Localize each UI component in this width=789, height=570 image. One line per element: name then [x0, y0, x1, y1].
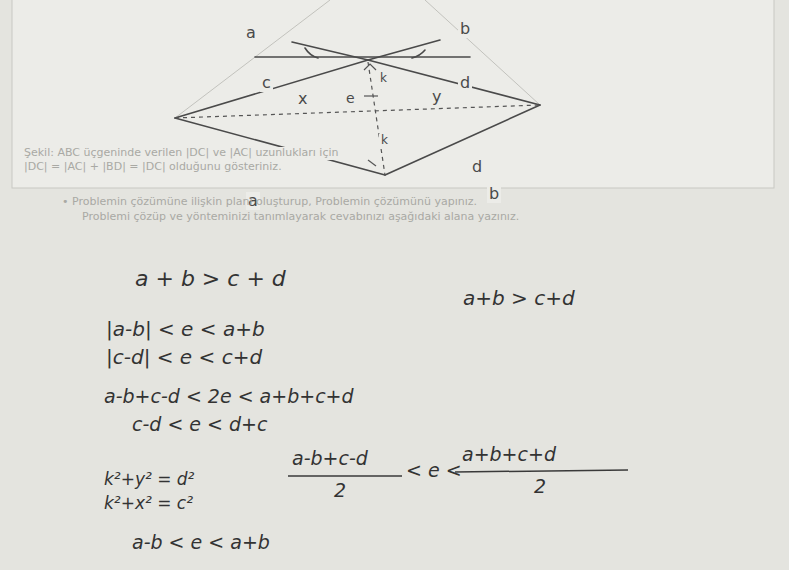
figure-label: e: [344, 90, 357, 106]
handwritten-formula: |c-d| < e < c+d: [106, 346, 262, 369]
handwritten-formula: 2: [334, 480, 346, 502]
figure-label: k: [378, 72, 389, 86]
handwritten-formula: a + b > c + d: [135, 266, 286, 291]
handwritten-formula: k²+y² = d²: [104, 470, 194, 490]
figure-label: d: [458, 74, 472, 92]
handwritten-formula: 2: [534, 476, 546, 498]
figure-label: a: [244, 24, 258, 42]
handwritten-formula: a+b+c+d: [462, 444, 556, 466]
handwritten-formula: c-d < e < d+c: [132, 414, 267, 436]
printed-note: • Problemin çözümüne ilişkin planı oluşt…: [62, 196, 477, 209]
handwritten-formula: a-b+c-d: [292, 448, 368, 470]
figure-label: k: [379, 134, 390, 148]
figure-label: b: [487, 185, 501, 203]
tick-marks: [364, 64, 378, 166]
handwritten-formula: a-b+c-d < 2e < a+b+c+d: [104, 386, 354, 408]
construction-lines: [175, 0, 540, 118]
printed-note: Şekil: ABC üçgeninde verilen |DC| ve |AC…: [22, 147, 341, 160]
handwritten-formula: a+b > c+d: [463, 287, 575, 310]
printed-note: |DC| = |AC| + |BD| = |DC| olduğunu göste…: [22, 161, 284, 174]
printed-note: Problemi çözüp ve yönteminizi tanımlayar…: [82, 211, 519, 224]
handwritten-formula: k²+x² = c²: [104, 494, 193, 514]
figure-label: x: [296, 90, 309, 108]
handwritten-formula: < e <: [406, 460, 462, 482]
figure-label: c: [260, 74, 273, 92]
figure-label: b: [458, 20, 472, 38]
figure-label: y: [430, 88, 443, 106]
printed-frame: [12, 0, 774, 188]
figure-label: d: [470, 158, 484, 176]
handwritten-formula: |a-b| < e < a+b: [106, 318, 265, 341]
handwritten-formula: a-b < e < a+b: [132, 532, 270, 554]
